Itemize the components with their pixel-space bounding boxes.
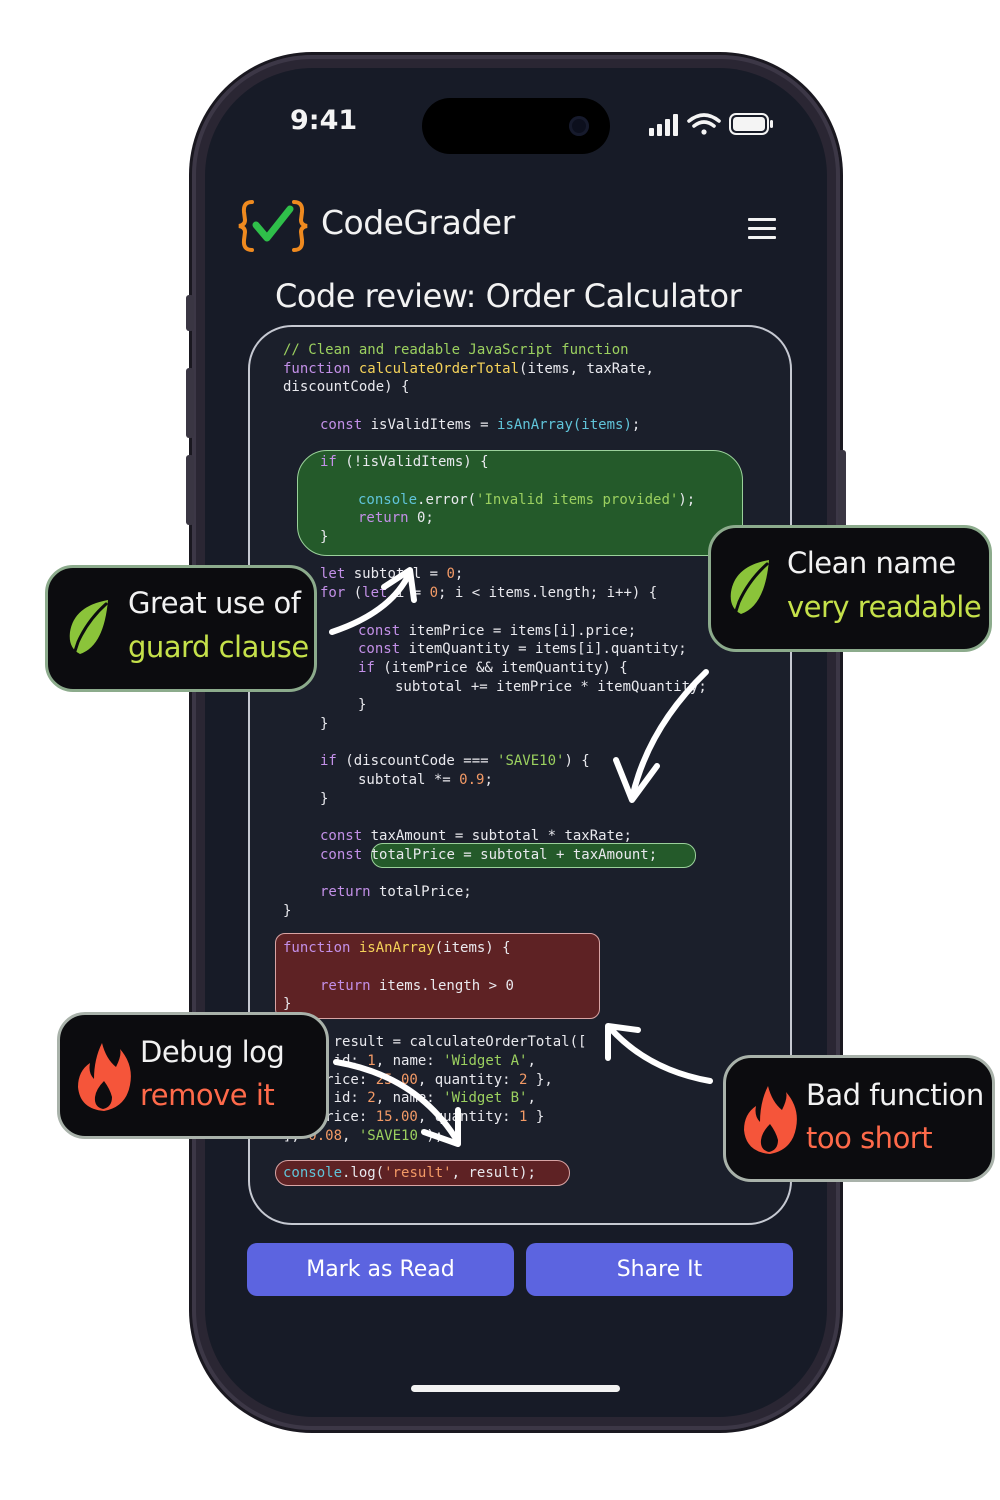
code-line: } (283, 903, 292, 919)
callout-debug-line1: Debug log (140, 1035, 285, 1069)
flame-icon (78, 1043, 131, 1111)
code-line: return items.length > 0 (320, 978, 514, 994)
home-indicator (411, 1385, 620, 1392)
code-line: function calculateOrderTotal(items, taxR… (283, 361, 654, 377)
code-line: console.error('Invalid items provided'); (358, 492, 696, 508)
mark-as-read-button[interactable]: Mark as Read (247, 1243, 514, 1296)
power-button (838, 450, 846, 560)
camera-icon (569, 116, 589, 136)
hamburger-menu-icon[interactable] (745, 215, 779, 243)
callout-clean-line1: Clean name (787, 546, 956, 580)
code-line: // Clean and readable JavaScript functio… (283, 342, 629, 358)
app-title: CodeGrader (321, 203, 515, 242)
code-line: } (320, 529, 329, 545)
code-line: const isValidItems = isAnArray(items); (320, 417, 641, 433)
code-line: for (let i = 0; i < items.length; i++) { (320, 585, 658, 601)
code-line: if (discountCode === 'SAVE10') { (320, 753, 590, 769)
callout-debug-log: Debug log remove it (57, 1012, 329, 1139)
share-button[interactable]: Share It (526, 1243, 793, 1296)
code-line: return totalPrice; (320, 884, 472, 900)
code-line: subtotal *= 0.9; (358, 772, 493, 788)
code-line: subtotal += itemPrice * itemQuantity; (395, 679, 707, 695)
volume-down-button (186, 455, 194, 525)
code-line: return 0; (358, 510, 434, 526)
code-line: const itemQuantity = items[i].quantity; (358, 641, 687, 657)
flame-icon (744, 1086, 797, 1154)
status-time: 9:41 (290, 105, 358, 136)
callout-clean-line2: very readable (787, 590, 982, 624)
code-line: const totalPrice = subtotal + taxAmount; (320, 847, 658, 863)
code-line: function isAnArray(items) { (283, 940, 511, 956)
code-line: const taxAmount = subtotal * taxRate; (320, 828, 632, 844)
leaf-icon (69, 600, 108, 662)
leaf-icon (730, 560, 769, 622)
battery-icon (729, 113, 773, 135)
action-button (186, 295, 194, 331)
volume-up-button (186, 368, 194, 438)
debug-log-highlight (275, 1160, 570, 1186)
code-line: let subtotal = 0; (320, 566, 464, 582)
code-line: } (320, 791, 329, 807)
code-line: console.log('result', result); (283, 1165, 536, 1181)
callout-bad-function: Bad function too short (723, 1055, 995, 1182)
dynamic-island (422, 98, 610, 154)
callout-guard-line1: Great use of (128, 586, 301, 620)
clean-name-highlight (371, 843, 696, 868)
callout-guard-clause: Great use of guard clause (45, 565, 317, 692)
code-line: if (!isValidItems) { (320, 454, 489, 470)
code-line: } (283, 996, 292, 1012)
callout-guard-line2: guard clause (128, 630, 309, 664)
bad-function-highlight (275, 933, 600, 1019)
code-line: if (itemPrice && itemQuantity) { (358, 660, 628, 676)
callout-clean-name: Clean name very readable (708, 525, 992, 652)
page-title: Code review: Order Calculator (275, 277, 742, 315)
code-line: } (320, 716, 329, 732)
wifi-icon (687, 113, 721, 135)
callout-bad-line2: too short (806, 1121, 933, 1155)
code-line: discountCode) { (283, 379, 410, 395)
code-line: const itemPrice = items[i].price; (358, 623, 637, 639)
codegrader-logo-icon (238, 200, 308, 252)
code-line: } (358, 697, 367, 713)
status-icons (649, 113, 773, 136)
guard-clause-highlight (297, 450, 743, 556)
callout-debug-line2: remove it (140, 1078, 275, 1112)
callout-bad-line1: Bad function (806, 1078, 984, 1112)
cellular-signal-icon (649, 114, 678, 136)
